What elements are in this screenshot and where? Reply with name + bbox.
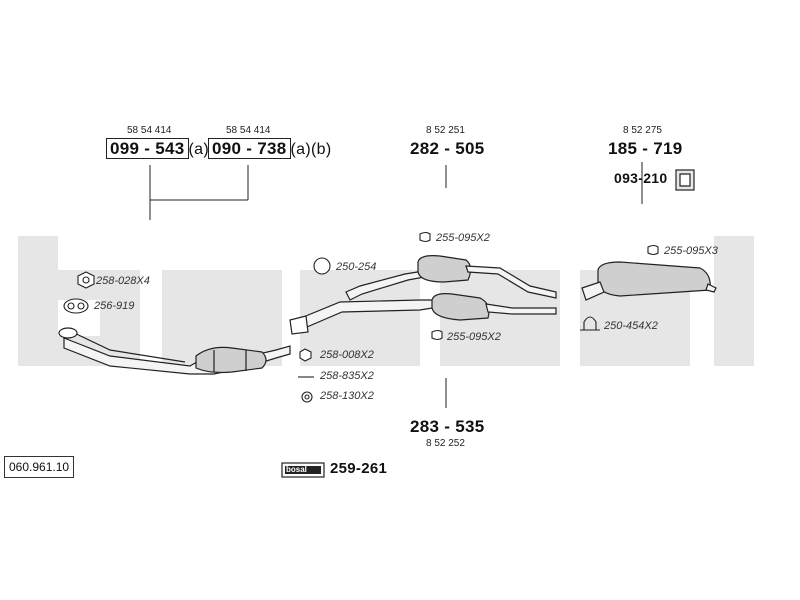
nut-small-icon: [299, 348, 312, 362]
rear-bracket-part[interactable]: 093-210: [614, 170, 668, 186]
middle-bottom-ref: 8 52 252: [426, 438, 465, 449]
clamp-rear-icon: [647, 244, 659, 256]
leader-lines: [149, 162, 643, 408]
diagram-code: 060.961.10: [4, 456, 75, 478]
label-bolt: 258-835X2: [320, 370, 374, 382]
gasket-icon: [63, 298, 89, 314]
bracket-icon: [675, 169, 695, 191]
middle-silencers: [289, 255, 557, 335]
front-b-ref: 58 54 414: [226, 125, 271, 136]
rear-ref: 8 52 275: [623, 125, 662, 136]
rear-part[interactable]: 185 - 719: [608, 139, 683, 158]
front-b-part[interactable]: 090 - 738(a)(b): [208, 138, 332, 159]
front-b-part-number[interactable]: 090 - 738: [208, 138, 291, 159]
middle-top-ref: 8 52 251: [426, 125, 465, 136]
label-clamp-rear: 255-095X3: [664, 245, 718, 257]
label-nut-small: 258-008X2: [320, 349, 374, 361]
label-ring-clamp: 250-254: [336, 261, 377, 273]
bosal-badge: [281, 462, 325, 478]
accessory-icons: [63, 231, 659, 403]
label-gasket: 256-919: [94, 300, 135, 312]
clamp-top-icon: [419, 231, 431, 243]
label-washer: 258-130X2: [320, 390, 374, 402]
u-bolt-icon: [583, 316, 597, 330]
front-pipe-with-catalyst: [58, 327, 291, 375]
front-b-suffix: (a)(b): [290, 141, 332, 158]
front-a-ref: 58 54 414: [127, 125, 172, 136]
label-clamp-top: 255-095X2: [436, 232, 490, 244]
clamp-bottom-icon: [431, 329, 443, 341]
front-a-suffix: (a): [188, 141, 210, 158]
brand-part[interactable]: 259-261: [330, 460, 388, 477]
rear-silencer: [581, 261, 717, 301]
label-nut: 258-028X4: [96, 275, 150, 287]
middle-bottom-part[interactable]: 283 - 535: [410, 417, 485, 436]
label-u-bolt: 250-454X2: [604, 320, 658, 332]
label-clamp-bottom: 255-095X2: [447, 331, 501, 343]
ring-clamp-icon: [313, 257, 331, 275]
front-a-part-number[interactable]: 099 - 543: [106, 138, 189, 159]
front-a-part[interactable]: 099 - 543(a): [106, 138, 210, 159]
middle-top-part[interactable]: 282 - 505: [410, 139, 485, 158]
badge-text: bosal: [286, 465, 307, 474]
